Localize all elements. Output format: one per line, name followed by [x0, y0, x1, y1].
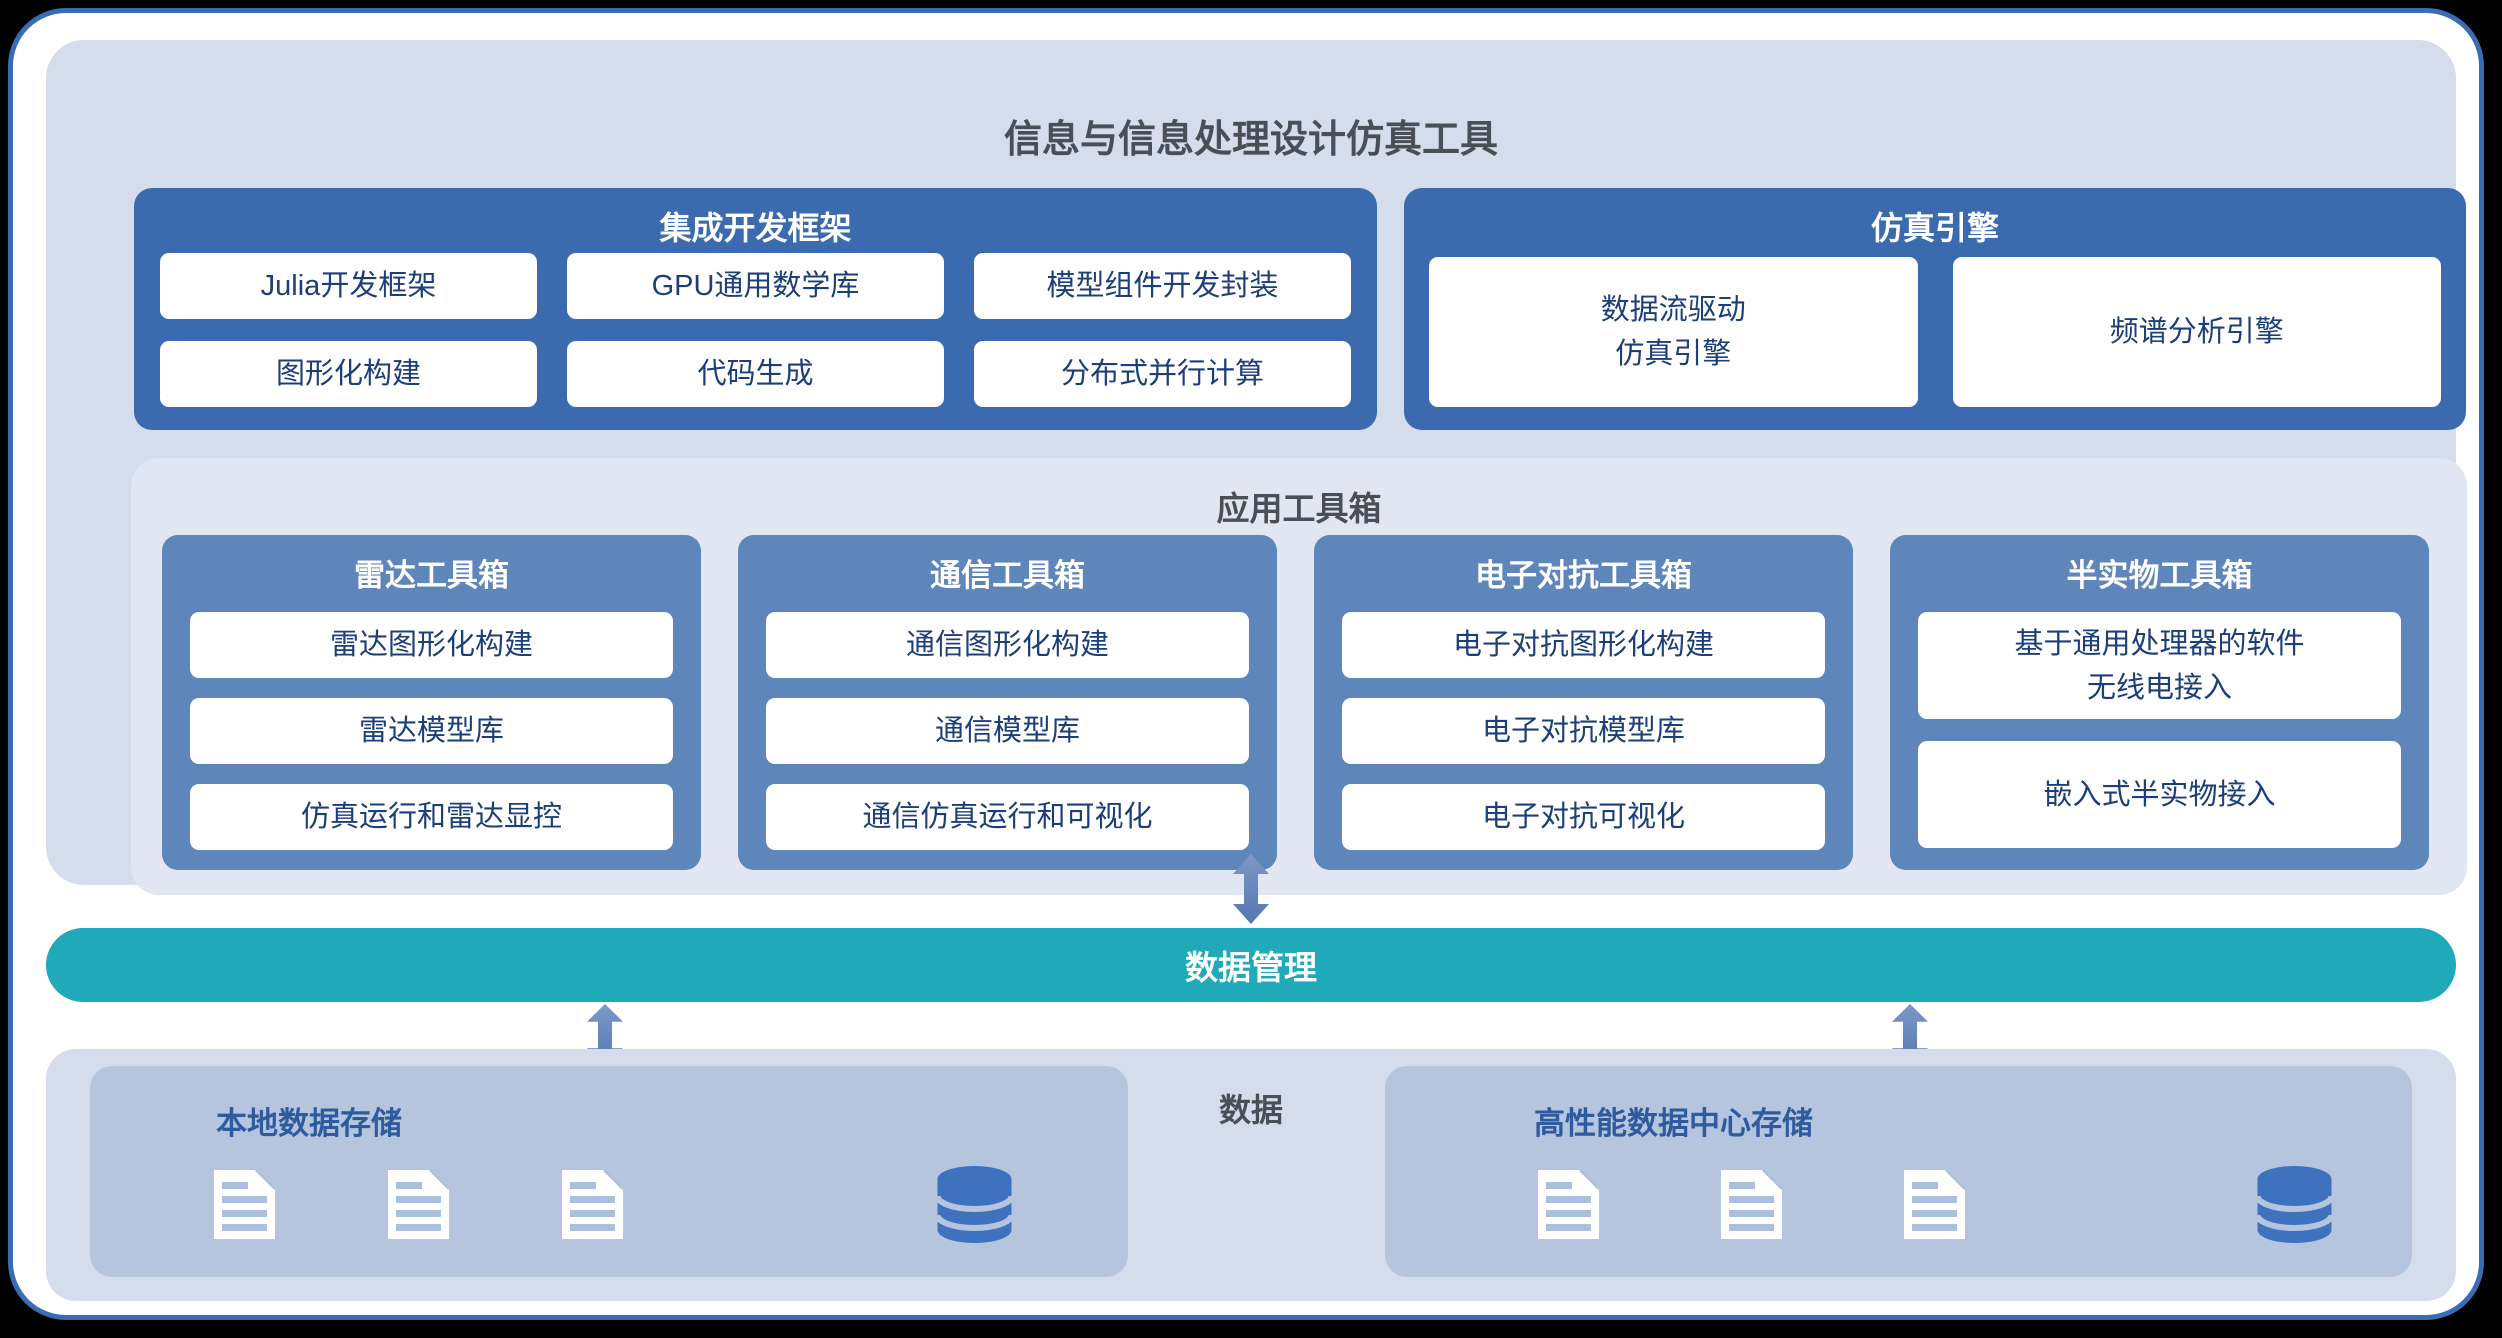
toolbox-item: 电子对抗模型库 [1342, 698, 1825, 764]
database-icon [2256, 1166, 2333, 1243]
toolbox-item-line: 无线电接入 [2086, 671, 2232, 704]
toolbox-hil-items: 基于通用处理器的软件 无线电接入 嵌入式半实物接入 [1918, 612, 2401, 848]
toolbox-item-line: 基于通用处理器的软件 [2014, 627, 2305, 660]
toolbox-item: 电子对抗图形化构建 [1342, 612, 1825, 678]
document-icon [1538, 1170, 1599, 1239]
sim-engine-title: 仿真引擎 [1870, 210, 1999, 246]
toolbox-item: 通信模型库 [766, 698, 1249, 764]
toolbox-hil: 半实物工具箱 基于通用处理器的软件 无线电接入 嵌入式半实物接入 [1890, 535, 2429, 870]
toolbox-communication-items: 通信图形化构建 通信模型库 通信仿真运行和可视化 [766, 612, 1249, 850]
toolbox-item: 雷达图形化构建 [190, 612, 673, 678]
toolbox-ecm-title: 电子对抗工具箱 [1475, 558, 1692, 593]
engine-card-line: 数据流驱动 [1600, 294, 1746, 326]
double-arrow-icon [1233, 854, 1269, 924]
toolbox-item: 嵌入式半实物接入 [1918, 741, 2401, 848]
engine-card-line: 仿真引擎 [1615, 338, 1732, 370]
database-icon [936, 1166, 1013, 1243]
toolbox-communication: 通信工具箱 通信图形化构建 通信模型库 通信仿真运行和可视化 [738, 535, 1277, 870]
toolbox-ecm: 电子对抗工具箱 电子对抗图形化构建 电子对抗模型库 电子对抗可视化 [1314, 535, 1853, 870]
data-management-bar: 数据管理 [46, 928, 2456, 1002]
data-label: 数据 [1218, 1092, 1283, 1128]
toolbox-item: 电子对抗可视化 [1342, 784, 1825, 850]
local-storage-title: 本地数据存储 [216, 1106, 402, 1141]
toolbox-item: 通信图形化构建 [766, 612, 1249, 678]
dev-framework-title: 集成开发框架 [659, 210, 852, 246]
toolbox-item: 仿真运行和雷达显控 [190, 784, 673, 850]
toolbox-radar-title: 雷达工具箱 [354, 558, 509, 593]
engine-card-line: 频谱分析引擎 [2109, 316, 2284, 348]
document-icon [1721, 1170, 1782, 1239]
app-toolbox-panel: 应用工具箱 雷达工具箱 雷达图形化构建 雷达模型库 仿真运行和雷达显控 通信工具… [131, 458, 2467, 895]
toolbox-item: 雷达模型库 [190, 698, 673, 764]
framework-item: 代码生成 [567, 341, 944, 407]
hpc-storage-icons [1385, 1166, 2412, 1243]
simulation-tool-panel: 信息与信息处理设计仿真工具 集成开发框架 Julia开发框架 GPU通用数学库 … [46, 40, 2467, 895]
toolbox-communication-title: 通信工具箱 [930, 558, 1085, 593]
data-panel: 数据 本地数据存储 高性能数据中心存储 [46, 1049, 2456, 1301]
engine-card: 数据流驱动 仿真引擎 [1429, 257, 1918, 407]
framework-item: GPU通用数学库 [567, 253, 944, 319]
document-icon [214, 1170, 275, 1239]
toolbox-ecm-items: 电子对抗图形化构建 电子对抗模型库 电子对抗可视化 [1342, 612, 1825, 850]
framework-item: 图形化构建 [160, 341, 537, 407]
hpc-storage-title: 高性能数据中心存储 [1534, 1106, 1813, 1141]
document-icon [562, 1170, 623, 1239]
engine-card: 频谱分析引擎 [1952, 257, 2441, 407]
document-icon [1904, 1170, 1965, 1239]
toolbox-radar: 雷达工具箱 雷达图形化构建 雷达模型库 仿真运行和雷达显控 [162, 535, 701, 870]
toolbox-radar-items: 雷达图形化构建 雷达模型库 仿真运行和雷达显控 [190, 612, 673, 850]
local-storage-icons [90, 1166, 1128, 1243]
hpc-storage-box: 高性能数据中心存储 [1385, 1066, 2412, 1277]
dev-framework-box: 集成开发框架 Julia开发框架 GPU通用数学库 模型组件开发封装 图形化构建… [134, 188, 1377, 430]
toolbox-row: 雷达工具箱 雷达图形化构建 雷达模型库 仿真运行和雷达显控 通信工具箱 通信图形… [162, 535, 2429, 870]
data-management-label: 数据管理 [1185, 949, 1317, 986]
toolbox-item: 基于通用处理器的软件 无线电接入 [1918, 612, 2401, 719]
toolbox-item: 通信仿真运行和可视化 [766, 784, 1249, 850]
local-storage-box: 本地数据存储 [90, 1066, 1128, 1277]
sim-engine-grid: 数据流驱动 仿真引擎 频谱分析引擎 [1404, 257, 2466, 407]
sim-engine-box: 仿真引擎 数据流驱动 仿真引擎 频谱分析引擎 [1404, 188, 2466, 430]
document-icon [388, 1170, 449, 1239]
framework-item: 分布式并行计算 [974, 341, 1351, 407]
dev-framework-grid: Julia开发框架 GPU通用数学库 模型组件开发封装 图形化构建 代码生成 分… [134, 253, 1377, 407]
framework-item: 模型组件开发封装 [974, 253, 1351, 319]
framework-item: Julia开发框架 [160, 253, 537, 319]
app-toolbox-title: 应用工具箱 [1216, 490, 1382, 527]
toolbox-item-line: 嵌入式半实物接入 [2043, 778, 2276, 811]
toolbox-hil-title: 半实物工具箱 [2066, 558, 2253, 593]
page-title: 信息与信息处理设计仿真工具 [1003, 119, 1498, 161]
